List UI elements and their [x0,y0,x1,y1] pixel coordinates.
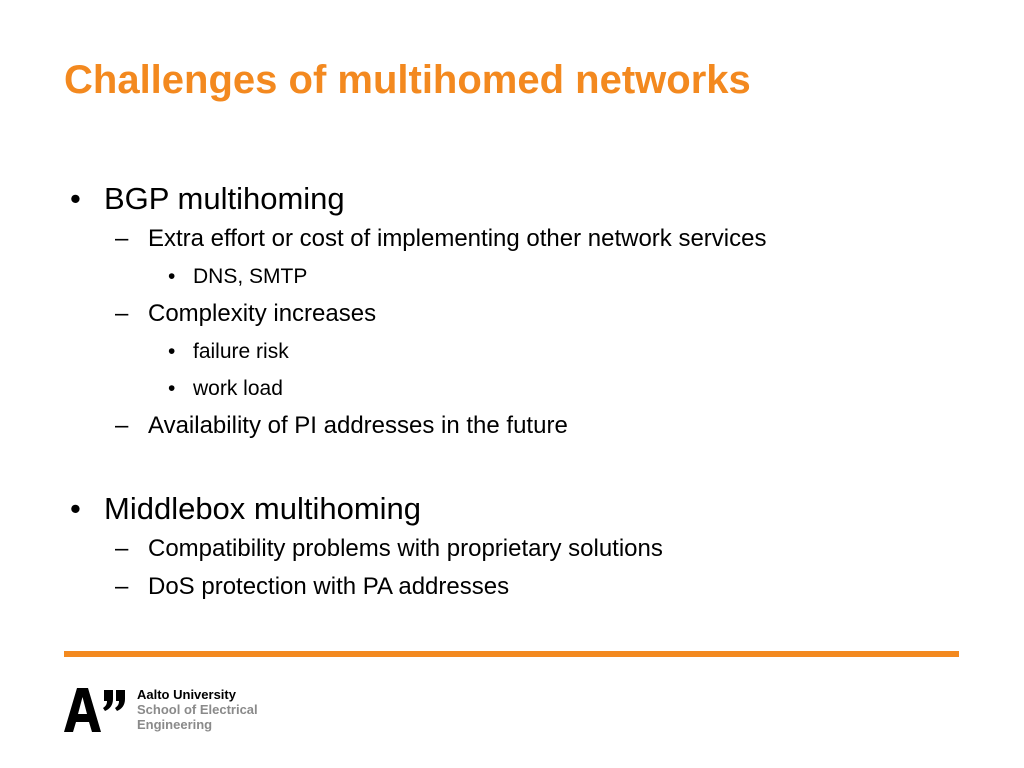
bullet-text: BGP multihoming [104,181,345,216]
bullet-list: • BGP multihoming – Extra effort or cost… [64,178,964,606]
dept-line-2: Engineering [137,717,213,732]
footer-divider [64,651,959,657]
subbullet-text: Extra effort or cost of implementing oth… [148,225,767,252]
bullet-marker: • [168,377,176,400]
bullet-middlebox-multihoming: • Middlebox multihoming [64,488,964,530]
aalto-logo-icon [64,688,125,732]
subbullet-pi-addresses: – Availability of PI addresses in the fu… [64,407,964,445]
slide-title: Challenges of multihomed networks [64,58,751,102]
bullet-marker: • [168,340,176,363]
item-work-load: • work load [64,370,964,407]
spacer [64,445,964,488]
bullet-marker: • [70,491,81,526]
item-text: DNS, SMTP [193,265,308,288]
subbullet-text: DoS protection with PA addresses [148,573,510,600]
org-name: Aalto University [137,687,236,702]
dash-marker: – [115,225,129,252]
bullet-marker: • [168,265,176,288]
subbullet-dos-protection: – DoS protection with PA addresses [64,568,964,606]
item-dns-smtp: • DNS, SMTP [64,258,964,295]
subbullet-extra-effort: – Extra effort or cost of implementing o… [64,220,964,258]
subbullet-text: Availability of PI addresses in the futu… [148,412,568,439]
bullet-bgp-multihoming: • BGP multihoming [64,178,964,220]
bullet-text: Middlebox multihoming [104,491,422,526]
subbullet-compatibility: – Compatibility problems with proprietar… [64,530,964,568]
dash-marker: – [115,412,129,439]
item-text: work load [193,377,283,400]
subbullet-text: Complexity increases [148,300,377,327]
dept-line-1: School of Electrical [137,702,258,717]
dash-marker: – [115,535,129,562]
subbullet-text: Compatibility problems with proprietary … [148,535,663,562]
item-failure-risk: • failure risk [64,333,964,370]
dash-marker: – [115,573,129,600]
dash-marker: – [115,300,129,327]
footer-org-text: Aalto University School of Electrical En… [137,687,258,732]
item-text: failure risk [193,340,289,363]
bullet-marker: • [70,181,81,216]
subbullet-complexity: – Complexity increases [64,295,964,333]
